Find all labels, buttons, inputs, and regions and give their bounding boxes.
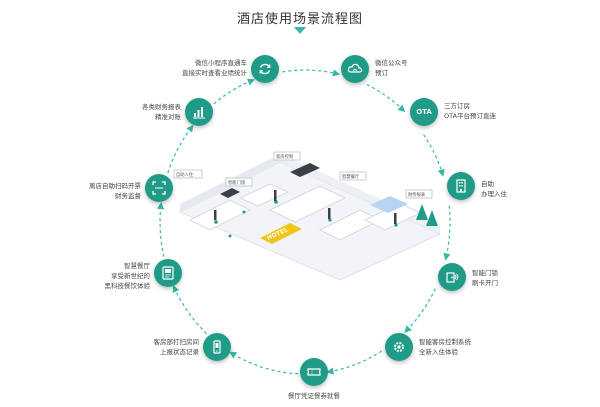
flow-arrow <box>443 205 451 261</box>
tablet-icon <box>160 265 176 281</box>
step-smart-restaurant-label: 智慧餐厅享受新世纪的黑科技餐饮体验 <box>104 262 151 290</box>
flow-arrow <box>326 350 383 375</box>
title-marker-icon <box>294 27 306 34</box>
gear-icon <box>391 339 407 355</box>
flow-arrow <box>167 124 194 174</box>
building-icon <box>453 178 469 194</box>
scan-frame-icon <box>151 180 167 196</box>
step-finance-report-node[interactable] <box>185 98 213 126</box>
flow-arrow <box>282 69 341 77</box>
step-checkout-label: 离店自助扫码开票财务监督 <box>89 182 141 200</box>
step-self-checkin-node[interactable] <box>447 172 475 200</box>
ticket-icon <box>306 364 322 380</box>
flow-arrow <box>172 285 208 335</box>
step-smart-lock-label: 智能门锁刷卡开门 <box>472 269 498 287</box>
scene-sign-4: 智慧餐厅 <box>342 173 360 180</box>
step-wechat-oa-node[interactable] <box>341 55 369 83</box>
flow-arrow <box>423 134 445 177</box>
scene-sign-5: 财务报表 <box>408 191 426 198</box>
step-mini-program-label: 微信小程序直通车直接实时查看业绩统计 <box>182 59 247 77</box>
step-restaurant-voucher-node[interactable] <box>300 358 328 386</box>
scene-sign-2: 智能门锁 <box>228 179 246 186</box>
step-smart-restaurant-node[interactable] <box>154 259 182 287</box>
step-ota-node[interactable]: OTA <box>410 98 438 126</box>
step-housekeeping-label: 客房部打扫房间上报状态记录 <box>153 338 200 356</box>
scene-sign-1: 自助入住 <box>176 171 194 178</box>
bar-chart-icon <box>191 104 207 120</box>
page-title: 酒店使用场景流程图 <box>236 12 363 27</box>
mobile-icon <box>209 339 225 355</box>
step-finance-report-label: 各类财务报表精准对账 <box>142 103 181 121</box>
scene-sign-3: 客房控制 <box>276 153 293 160</box>
step-room-control-label: 智能客房控制系统全新入住体验 <box>419 338 471 356</box>
step-smart-lock-node[interactable] <box>438 263 466 291</box>
step-wechat-oa-label: 微信公众号预订 <box>375 59 408 77</box>
step-room-control-node[interactable] <box>385 333 413 361</box>
door-lock-icon <box>444 269 460 285</box>
refresh-icon <box>257 61 273 77</box>
flow-arrow <box>404 288 436 333</box>
step-housekeeping-node[interactable] <box>203 333 231 361</box>
step-checkout-node[interactable] <box>145 174 173 202</box>
hotel-scene-illustration: HOTEL 自助入住 智能门锁 客房控制 智慧餐厅 财务报表 <box>173 151 442 280</box>
ota-badge-icon: OTA <box>416 108 432 116</box>
flow-arrow <box>229 351 299 375</box>
flow-arrow <box>213 78 255 105</box>
step-self-checkin-label: 自助办理入住 <box>481 180 507 198</box>
step-mini-program-node[interactable] <box>251 55 279 83</box>
step-restaurant-voucher-label: 餐厅凭证餐券就餐 <box>288 392 340 400</box>
cloud-house-icon <box>347 61 363 77</box>
flow-arrow <box>366 83 406 113</box>
flow-arrow <box>156 201 165 257</box>
